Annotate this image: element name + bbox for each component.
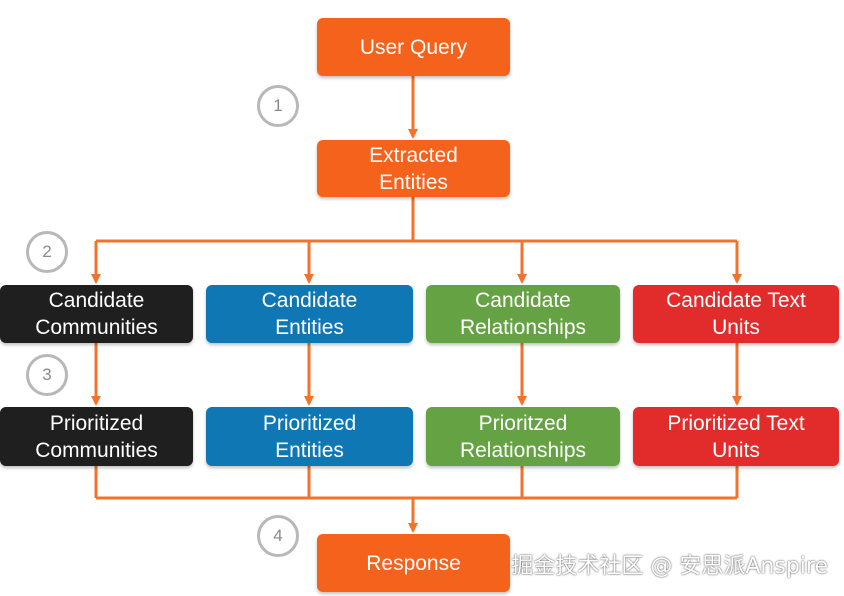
candidate-entities-label-line2: Entities	[275, 316, 344, 339]
response-label: Response	[366, 551, 461, 575]
prioritized-entities-node: Prioritized Entities	[206, 407, 413, 466]
prioritized-communities-label-line1: Prioritized	[49, 411, 144, 435]
prioritized-relationships-label-line2: Relationships	[459, 438, 587, 462]
prioritized-entities-label-line1: Prioritized	[262, 411, 357, 435]
candidate-text-units-label-line1: Candidate Text	[666, 289, 806, 312]
candidate-text-units-node: Candidate Text Units	[633, 285, 839, 343]
candidate-relationships-node: Candidate Relationships	[426, 285, 620, 343]
candidate-entities-node: Candidate Entities	[206, 285, 413, 343]
watermark-text: 掘金技术社区 @ 安思派Anspire	[511, 554, 828, 579]
candidate-relationships-label-line1: Candidate	[475, 289, 571, 312]
step-2-number: 2	[42, 242, 52, 261]
step-1-marker: 1	[257, 85, 299, 127]
prioritized-text-units-label-line1: Prioritized Text	[667, 411, 805, 435]
candidate-communities-label-line2: Communities	[35, 316, 158, 339]
step-2-marker: 2	[26, 231, 68, 273]
prioritized-relationships-label-line1: Prioritzed	[478, 411, 568, 435]
prioritized-entities-label-line2: Entities	[275, 438, 344, 462]
response-node: Response	[317, 534, 510, 592]
prioritized-communities-node: Prioritized Communities	[0, 407, 193, 466]
candidate-text-units-label-line2: Units	[712, 316, 760, 339]
step-1-number: 1	[273, 96, 283, 115]
prioritized-communities-label-line2: Communities	[35, 438, 158, 462]
user-query-node: User Query	[317, 18, 510, 76]
step-3-number: 3	[42, 365, 52, 384]
prioritized-text-units-node: Prioritized Text Units	[633, 407, 839, 466]
step-4-number: 4	[273, 526, 283, 545]
candidate-communities-label-line1: Candidate	[48, 289, 145, 312]
extracted-entities-node: Extracted Entities	[317, 140, 510, 197]
prioritized-text-units-label-line2: Units	[712, 438, 760, 462]
candidate-entities-label-line1: Candidate	[261, 289, 358, 312]
extracted-entities-label-line1: Extracted	[369, 143, 458, 167]
candidate-communities-node: Candidate Communities	[0, 285, 193, 343]
candidate-relationships-label-line2: Relationships	[459, 316, 587, 339]
extracted-entities-label-line2: Entities	[379, 170, 448, 194]
prioritized-relationships-node: Prioritzed Relationships	[426, 407, 620, 466]
user-query-label: User Query	[359, 35, 468, 59]
step-3-marker: 3	[26, 354, 68, 396]
step-4-marker: 4	[257, 515, 299, 557]
